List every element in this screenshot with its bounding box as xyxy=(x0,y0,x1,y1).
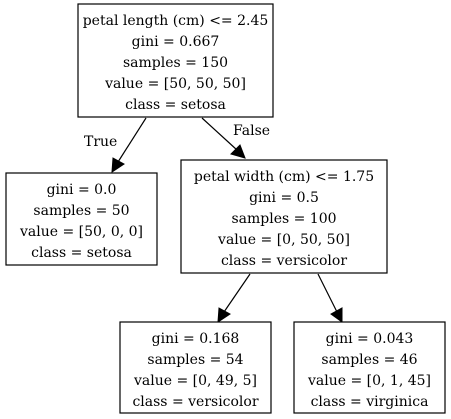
node-line: value = [0, 49, 5] xyxy=(133,373,257,389)
edge-petal-width-split-to-virginica-leaf xyxy=(317,273,343,323)
node-line: value = [0, 50, 50] xyxy=(217,232,350,248)
node-line: gini = 0.0 xyxy=(47,182,117,198)
node-line: samples = 150 xyxy=(123,55,228,71)
tree-node-versicolor-leaf: gini = 0.168 samples = 54 value = [0, 49… xyxy=(119,321,272,414)
node-line: value = [0, 1, 45] xyxy=(307,373,431,389)
tree-node-virginica-leaf: gini = 0.043 samples = 46 value = [0, 1,… xyxy=(293,321,446,414)
node-line: gini = 0.043 xyxy=(326,331,414,347)
node-line: class = versicolor xyxy=(132,394,258,410)
node-line: samples = 50 xyxy=(33,203,129,219)
edge-root-to-setosa-leaf xyxy=(111,117,147,173)
tree-node-setosa-leaf: gini = 0.0 samples = 50 value = [50, 0, … xyxy=(5,172,158,266)
node-line: samples = 54 xyxy=(147,352,243,368)
node-line: samples = 46 xyxy=(321,352,417,368)
node-line: class = virginica xyxy=(311,394,429,410)
node-line: samples = 100 xyxy=(231,211,336,227)
tree-node-root: petal length (cm) <= 2.45 gini = 0.667 s… xyxy=(77,3,274,118)
tree-node-petal-width-split: petal width (cm) <= 1.75 gini = 0.5 samp… xyxy=(180,159,388,274)
node-line: class = versicolor xyxy=(221,253,347,269)
node-line: class = setosa xyxy=(31,245,132,261)
node-line: petal length (cm) <= 2.45 xyxy=(83,13,269,29)
node-line: gini = 0.667 xyxy=(132,34,220,50)
edge-label-false: False xyxy=(233,123,270,139)
node-line: value = [50, 50, 50] xyxy=(104,76,246,92)
node-line: value = [50, 0, 0] xyxy=(19,224,143,240)
node-line: gini = 0.168 xyxy=(152,331,240,347)
node-line: class = setosa xyxy=(125,97,226,113)
tree-edges xyxy=(111,117,343,323)
edge-root-to-petal-width-split xyxy=(201,117,246,159)
node-line: petal width (cm) <= 1.75 xyxy=(194,169,374,185)
edge-label-true: True xyxy=(84,134,117,150)
edge-petal-width-split-to-versicolor-leaf xyxy=(217,273,251,323)
node-line: gini = 0.5 xyxy=(249,190,319,206)
